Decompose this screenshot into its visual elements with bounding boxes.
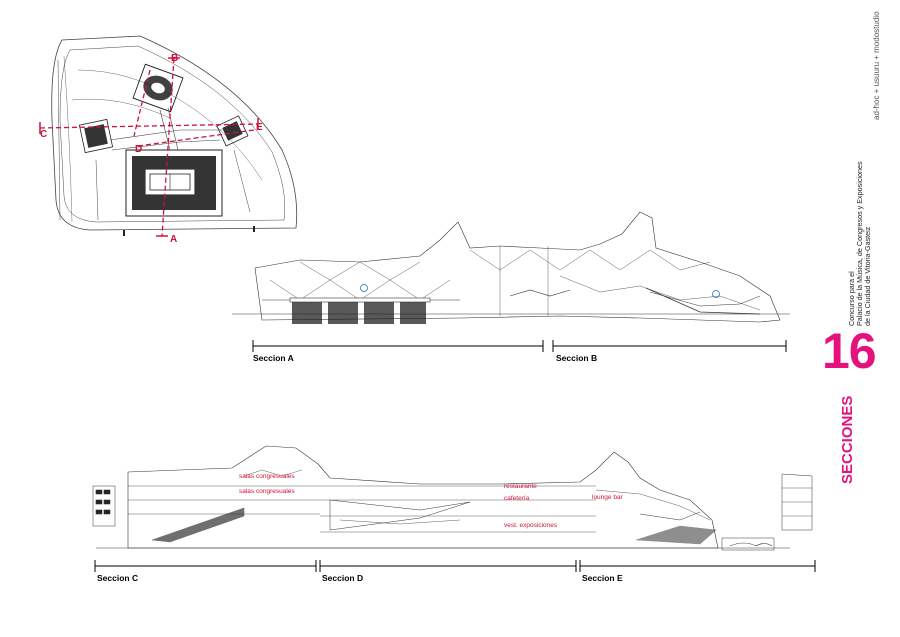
section-label-e: Seccion E bbox=[582, 573, 623, 583]
sheet-number: 16 bbox=[822, 323, 877, 379]
room-label-vest-exposiciones: vest. exposiciones bbox=[504, 522, 558, 529]
site-plan bbox=[39, 35, 298, 237]
project-title: Concurso para el Palacio de la Música, d… bbox=[847, 161, 872, 326]
section-ab-drawing bbox=[232, 211, 790, 324]
section-label-c: Seccion C bbox=[97, 573, 139, 583]
room-label-salas-2: salas congresuales bbox=[239, 488, 295, 495]
section-label-b: Seccion B bbox=[556, 353, 598, 363]
room-label-salas-1: salas congresuales bbox=[239, 473, 295, 480]
plan-marker-c: C bbox=[40, 129, 48, 140]
room-label-restaurante: restaurante bbox=[504, 483, 537, 490]
plan-marker-b: B bbox=[171, 53, 179, 64]
plan-marker-e: E bbox=[256, 122, 263, 133]
plan-marker-d: D bbox=[135, 144, 143, 155]
room-label-lounge-bar: lounge bar bbox=[592, 494, 623, 501]
room-label-cafeteria: cafetería bbox=[504, 495, 530, 502]
plan-marker-a: A bbox=[170, 234, 178, 245]
section-cde-drawing bbox=[92, 445, 813, 551]
credits-text: ad-hoc + usuuru + modostudio bbox=[872, 11, 881, 120]
section-label-lines bbox=[94, 340, 816, 572]
section-label-d: Seccion D bbox=[322, 573, 364, 583]
project-line-3: de la Ciudad de Vitoria-Gasteiz bbox=[863, 226, 872, 326]
section-label-a: Seccion A bbox=[253, 353, 294, 363]
sheet-title: SECCIONES bbox=[839, 395, 856, 484]
